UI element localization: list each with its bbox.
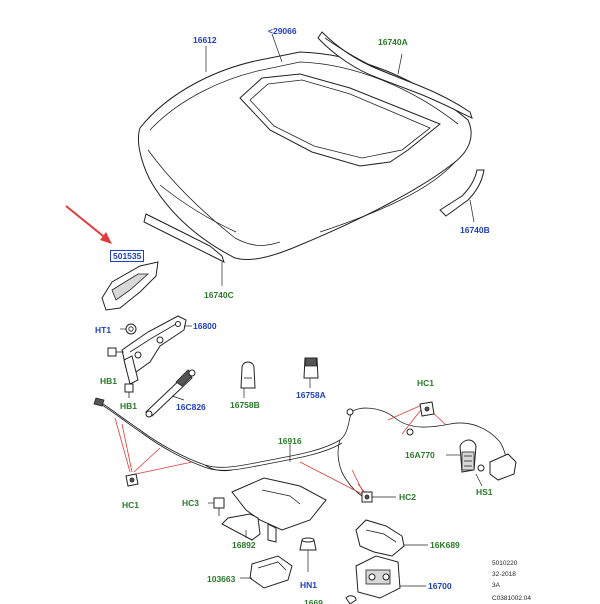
label-ht1[interactable]: HT1	[95, 325, 112, 335]
label-hc3[interactable]: HC3	[182, 498, 200, 508]
ht1-bolt	[125, 323, 137, 335]
pointer-arrow	[65, 205, 112, 244]
hood-hinge	[121, 315, 187, 385]
label-hn1[interactable]: HN1	[300, 580, 318, 590]
reference-line-2: 32-2018	[492, 571, 516, 578]
label-bracket[interactable]: 16892	[232, 540, 256, 550]
hc1-clip-left	[125, 473, 139, 487]
hc1-clip-right	[419, 401, 435, 417]
seal-right	[439, 169, 485, 217]
label-seal-top[interactable]: 16740A	[378, 37, 408, 47]
label-hc2[interactable]: HC2	[399, 492, 417, 502]
reference-line-3: 3A	[492, 582, 500, 589]
bumper-stop-a	[303, 357, 319, 379]
hn1-nut	[299, 537, 317, 551]
label-hood[interactable]: 16612	[193, 35, 217, 45]
label-cable[interactable]: 16916	[278, 436, 302, 446]
hc2-leaders	[299, 461, 367, 495]
label-strut[interactable]: 16C826	[176, 402, 206, 412]
label-latch-selected[interactable]: 501535	[110, 250, 145, 262]
label-bumper[interactable]: 16758B	[230, 400, 260, 410]
release-handle	[459, 439, 517, 481]
label-hood-insulator[interactable]: <29066	[268, 26, 297, 36]
label-handle[interactable]: 16A770	[405, 450, 435, 460]
label-bottom-cut[interactable]: 1669	[304, 598, 323, 604]
hood-latch-bracket	[101, 261, 159, 311]
label-hs1[interactable]: HS1	[476, 487, 493, 497]
release-cable	[93, 397, 509, 497]
reference-line-4: C0381002.04	[492, 595, 532, 602]
hb1-bolt-lower	[124, 383, 134, 398]
small-bracket	[249, 555, 293, 589]
cable-bracket	[221, 477, 327, 543]
seal-top	[317, 31, 473, 119]
label-hb1-upper[interactable]: HB1	[100, 376, 118, 386]
label-small-bracket[interactable]: 103663	[207, 574, 236, 584]
gas-strut	[145, 369, 196, 418]
hb1-bolt-upper	[107, 347, 124, 357]
hc3-clip	[213, 497, 225, 516]
label-seal-front[interactable]: 16740C	[204, 290, 234, 300]
latch-shield	[355, 519, 405, 557]
label-hc1-left[interactable]: HC1	[122, 500, 140, 510]
bumper-stop	[240, 361, 256, 389]
label-latch[interactable]: 16700	[428, 581, 452, 591]
label-hinge[interactable]: 16800	[193, 321, 217, 331]
label-shield[interactable]: 16K689	[430, 540, 460, 550]
reference-line-1: 5010220	[492, 560, 518, 567]
hood-insulator-pad	[239, 73, 441, 167]
hc1-left-leaders	[114, 417, 193, 475]
seal-front	[143, 213, 225, 263]
label-hc1-right[interactable]: HC1	[417, 378, 435, 388]
label-bumper-a[interactable]: 16758A	[296, 390, 326, 400]
hc2-clip	[361, 491, 373, 503]
hood-latch	[345, 555, 401, 604]
label-seal-right[interactable]: 16740B	[460, 225, 490, 235]
label-hb1-lower[interactable]: HB1	[120, 401, 138, 411]
